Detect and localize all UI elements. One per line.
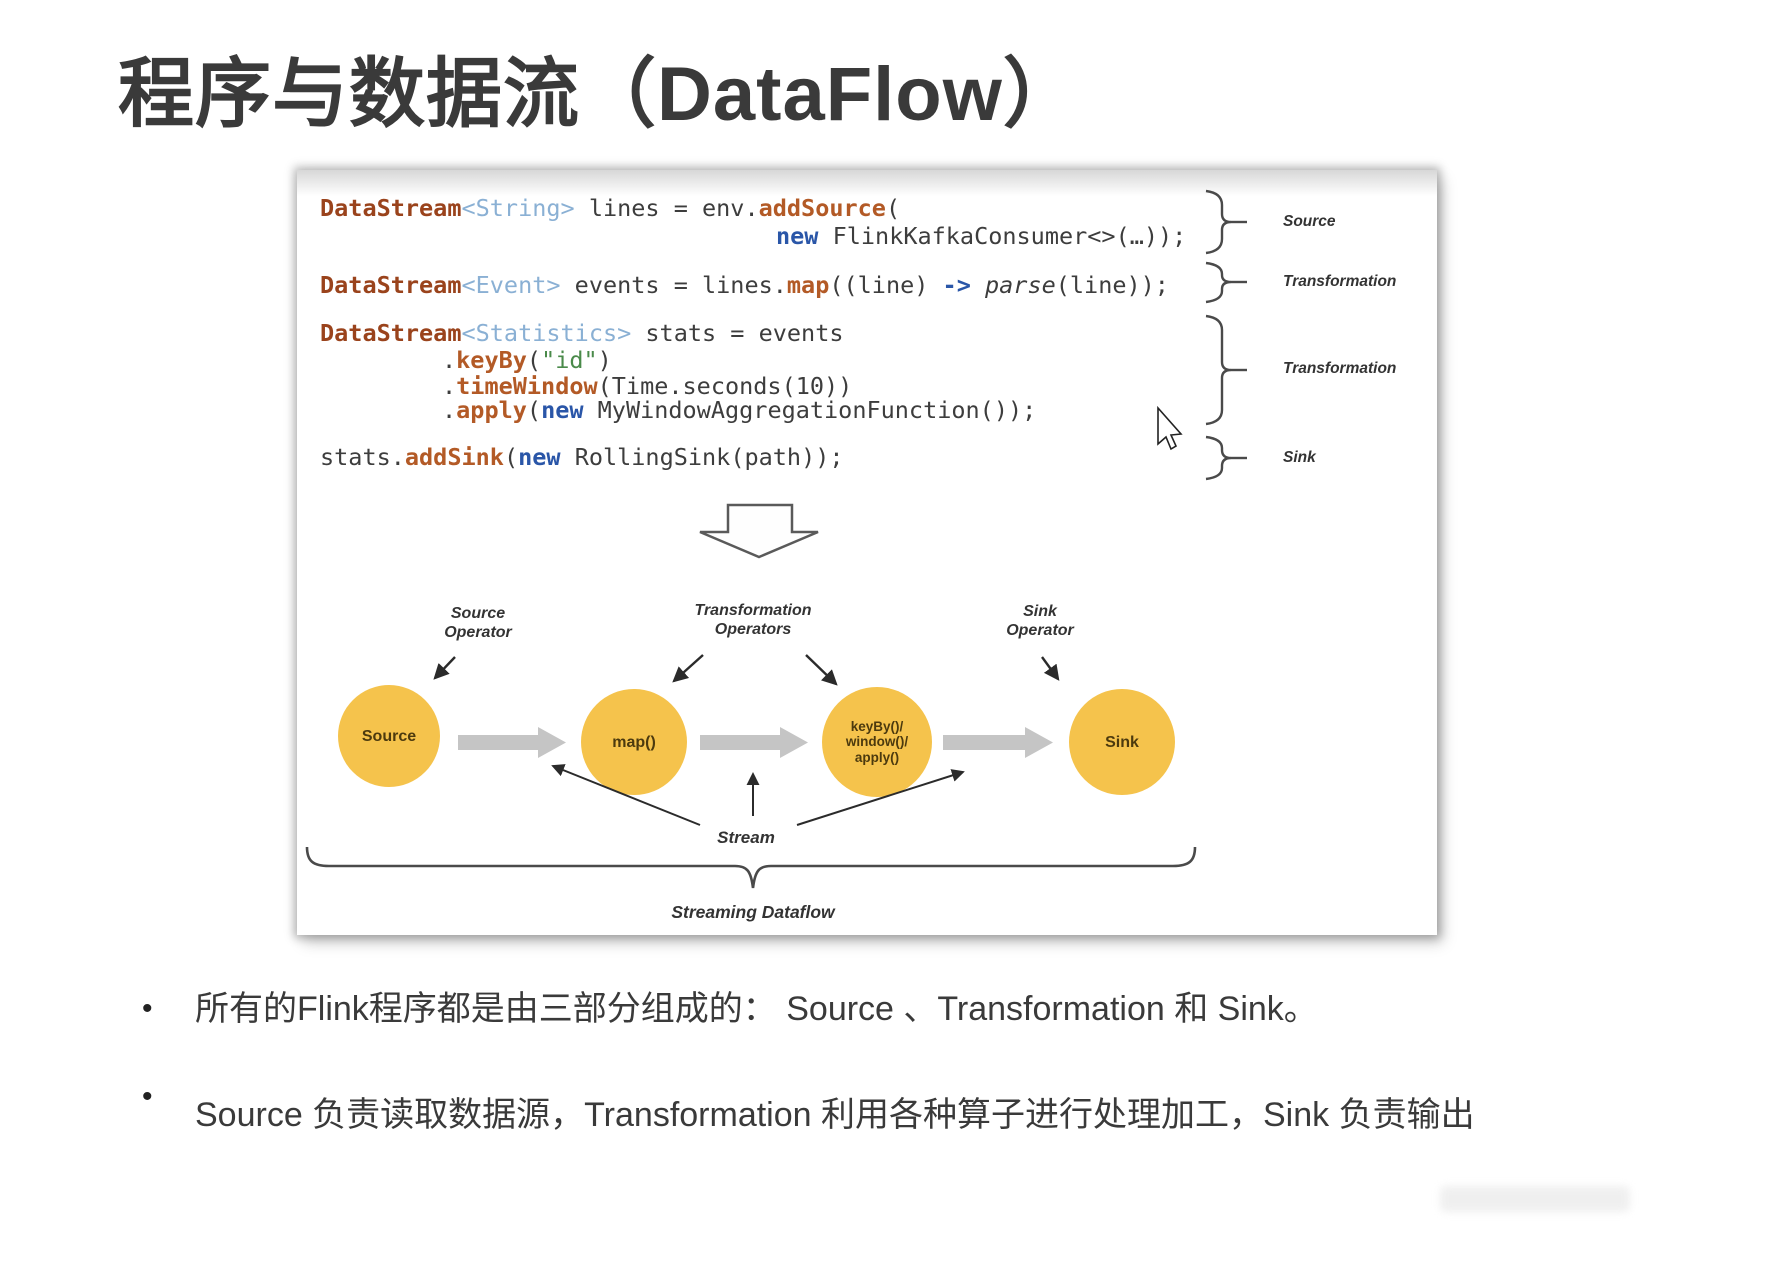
code-string: "id" — [541, 346, 598, 374]
panel-top-shadow — [297, 170, 1437, 196]
watermark-smudge — [1440, 1186, 1630, 1212]
brace-label-sink: Sink — [1283, 449, 1316, 466]
diagram-node-source: Source — [338, 685, 440, 787]
label-transformation-operators: Transformation Operators — [694, 602, 812, 638]
code-method: timeWindow — [456, 372, 598, 400]
brace-label-transformation-1: Transformation — [1283, 273, 1397, 290]
label-source-operator: Source Operator — [444, 605, 512, 641]
code-text: ( — [885, 194, 901, 222]
code-text: stats = events — [631, 319, 844, 347]
code-keyword: DataStream — [320, 271, 462, 299]
code-text: ( — [526, 396, 542, 424]
code-text: lines = env. — [574, 194, 759, 222]
code-text: ((line) — [829, 271, 943, 299]
bullet-dot: • — [142, 1080, 153, 1113]
code-line-8: stats.addSink(new RollingSink(path)); — [320, 444, 844, 470]
bullet-text: 所有的Flink程序都是由三部分组成的： Source 、Transformat… — [195, 990, 1318, 1028]
code-line-2: new FlinkKafkaConsumer<>(…)); — [776, 223, 1186, 249]
code-text — [971, 271, 985, 299]
code-text: . — [442, 346, 457, 374]
code-keyword: DataStream — [320, 319, 462, 347]
code-text: ( — [526, 346, 542, 374]
code-keyword-new: new — [518, 443, 561, 471]
code-text: ( — [503, 443, 519, 471]
bullet-item-2: • Source 负责读取数据源，Transformation 利用各种算子进行… — [142, 1071, 1642, 1159]
code-arrow-operator: -> — [942, 271, 971, 299]
bullet-text: Source 负责读取数据源，Transformation 利用各种算子进行处理… — [195, 1096, 1475, 1134]
code-text: (line)); — [1055, 271, 1169, 299]
code-diagram-screenshot-panel: DataStream<String> lines = env.addSource… — [297, 170, 1437, 935]
code-method: map — [786, 271, 830, 299]
bullet-dot: • — [142, 992, 153, 1025]
code-text: . — [442, 396, 457, 424]
code-line-7: .apply(new MyWindowAggregationFunction()… — [442, 397, 1036, 423]
code-line-3: DataStream<Event> events = lines.map((li… — [320, 272, 1169, 298]
code-text: stats. — [320, 443, 405, 471]
label-streaming-dataflow: Streaming Dataflow — [671, 902, 835, 922]
label-sink-operator: Sink Operator — [1006, 603, 1074, 639]
diagram-node-keyby-window-apply: keyBy()/ window()/ apply() — [822, 687, 932, 797]
code-line-5: .keyBy("id") — [442, 347, 612, 373]
label-stream: Stream — [717, 828, 775, 847]
code-text: ) — [597, 346, 612, 374]
code-text: events = lines. — [560, 271, 787, 299]
code-line-1: DataStream<String> lines = env.addSource… — [320, 195, 900, 221]
code-line-6: .timeWindow(Time.seconds(10)) — [442, 373, 852, 399]
code-text: MyWindowAggregationFunction()); — [583, 396, 1037, 424]
diagram-node-sink: Sink — [1069, 689, 1175, 795]
brace-label-source: Source — [1283, 213, 1336, 230]
code-type-param: <Statistics> — [461, 319, 632, 347]
code-method: keyBy — [456, 346, 527, 374]
diagram-node-map: map() — [581, 689, 687, 795]
code-keyword: DataStream — [320, 194, 462, 222]
code-line-4: DataStream<Statistics> stats = events — [320, 320, 844, 346]
code-text: . — [442, 372, 457, 400]
code-method: apply — [456, 396, 527, 424]
bullet-item-1: • 所有的Flink程序都是由三部分组成的： Source 、Transform… — [142, 983, 1642, 1035]
code-text: FlinkKafkaConsumer<>(…)); — [818, 222, 1187, 250]
code-keyword-new: new — [776, 222, 819, 250]
code-text: (Time.seconds(10)) — [597, 372, 853, 400]
code-method: addSink — [404, 443, 504, 471]
code-type-param: <String> — [461, 194, 575, 222]
code-keyword-new: new — [541, 396, 584, 424]
code-italic-call: parse — [985, 271, 1056, 299]
code-method: addSource — [758, 194, 886, 222]
code-text: RollingSink(path)); — [560, 443, 844, 471]
slide-title: 程序与数据流（DataFlow） — [118, 52, 1080, 137]
code-type-param: <Event> — [461, 271, 561, 299]
brace-label-transformation-2: Transformation — [1283, 360, 1397, 377]
